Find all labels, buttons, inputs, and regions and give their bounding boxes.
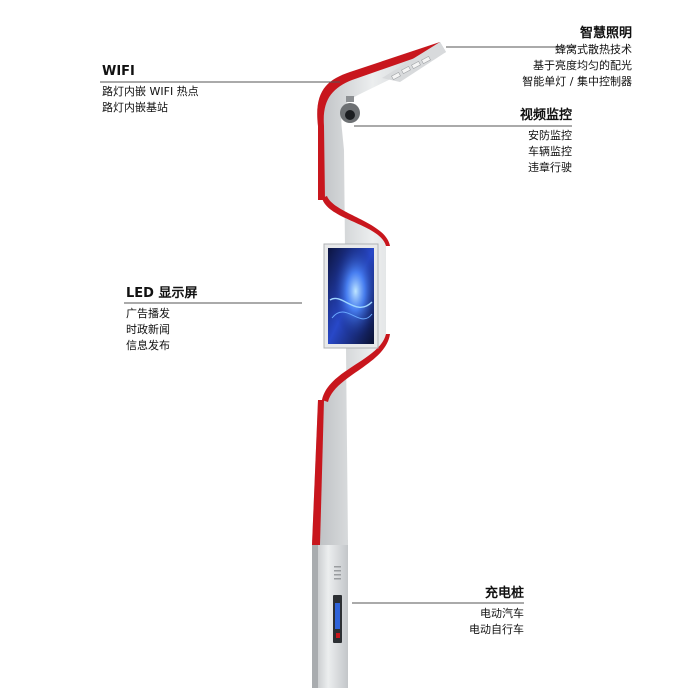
red-stripe-arm — [317, 42, 440, 200]
led-screen-glow — [328, 248, 374, 344]
callout-line: 广告播发 — [126, 307, 170, 320]
callout-video-surveillance: 视频监控 安防监控 车辆监控 违章行驶 — [472, 108, 572, 176]
callout-line: 电动汽车 — [480, 607, 524, 620]
callout-line: 路灯内嵌 WIFI 热点 — [102, 85, 199, 98]
camera-lens — [345, 110, 355, 120]
callout-led-display: LED 显示屏 广告播发 时政新闻 信息发布 — [126, 286, 246, 354]
lamp-head — [382, 42, 446, 82]
pole-base-shadow — [312, 540, 318, 688]
callout-smart-lighting: 智慧照明 蜂窝式散热技术 基于亮度均匀的配光 智能单灯 / 集中控制器 — [476, 26, 632, 90]
callout-title: LED 显示屏 — [126, 286, 198, 301]
callout-line: 违章行驶 — [528, 161, 572, 174]
callout-charging-pile: 充电桩 电动汽车 电动自行车 — [434, 586, 524, 638]
callout-line: 路灯内嵌基站 — [102, 101, 168, 114]
callout-line: 基于亮度均匀的配光 — [533, 59, 632, 72]
led-modules — [391, 55, 431, 81]
callout-line: 电动自行车 — [469, 623, 524, 636]
red-arc-lower — [322, 334, 390, 402]
callout-title: 智慧照明 — [579, 26, 632, 41]
leader-lines — [100, 46, 576, 604]
camera-mount — [346, 96, 354, 102]
callout-line: 蜂窝式散热技术 — [555, 43, 632, 56]
callout-line: 安防监控 — [528, 129, 572, 142]
red-stripe-lower — [312, 400, 324, 545]
callout-line: 智能单灯 / 集中控制器 — [522, 75, 632, 88]
callout-title: WIFI — [102, 64, 135, 79]
callout-line: 信息发布 — [126, 339, 170, 352]
led-screen-swirl-2 — [331, 311, 373, 320]
callout-title: 充电桩 — [484, 586, 524, 601]
callout-line: 时政新闻 — [126, 323, 170, 336]
charging-screen — [335, 603, 340, 629]
red-arc-upper — [322, 196, 390, 246]
callout-title: 视频监控 — [519, 108, 572, 123]
pole-body — [312, 42, 446, 545]
callout-wifi: WIFI 路灯内嵌 WIFI 热点 路灯内嵌基站 — [102, 64, 252, 116]
speaker-grille — [334, 566, 341, 580]
led-screen-swirl — [329, 297, 373, 308]
callout-line: 车辆监控 — [528, 145, 572, 158]
charging-port — [336, 633, 340, 638]
